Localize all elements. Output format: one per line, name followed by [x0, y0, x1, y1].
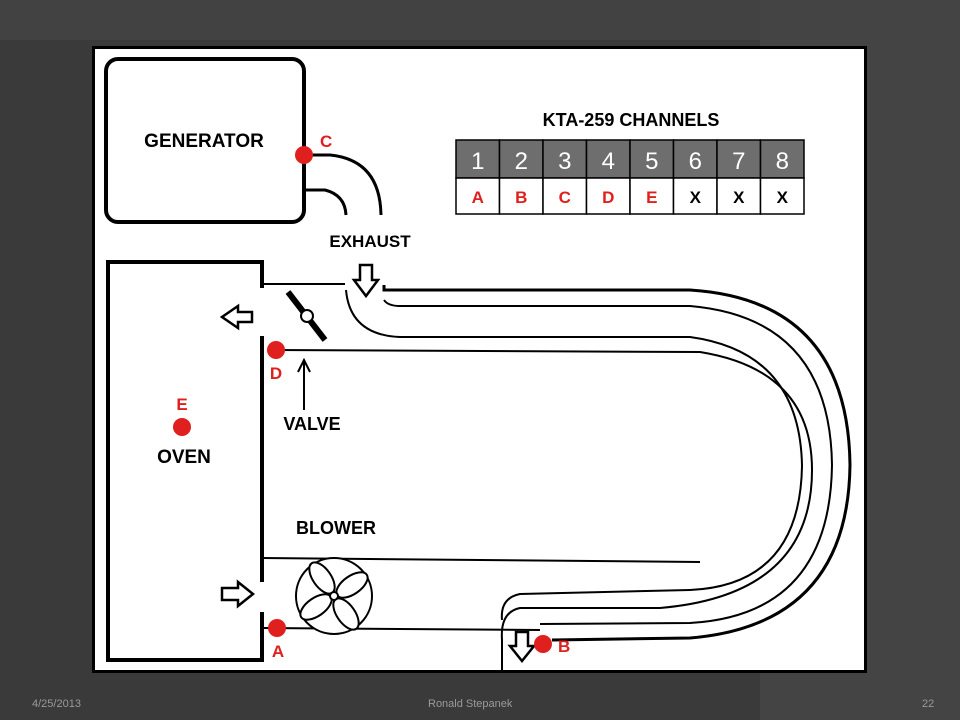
channel-number: 6	[689, 148, 702, 175]
channel-number: 8	[776, 148, 789, 175]
sensor-d-label: D	[270, 364, 282, 383]
exhaust-label: EXHAUST	[329, 232, 411, 251]
channel-assignment: B	[515, 188, 527, 207]
channel-assignment: X	[690, 188, 702, 207]
channel-header-cell	[716, 139, 762, 179]
footer-page-number: 22	[922, 698, 935, 710]
blower-fan-icon	[295, 557, 373, 635]
oven-label: OVEN	[157, 447, 211, 468]
blower-label: BLOWER	[296, 518, 376, 538]
valve-pointer-arrow-icon	[297, 357, 311, 410]
footer-author: Ronald Stepanek	[428, 698, 513, 710]
oven-system-diagram: GENERATOR OVEN EXHAUST	[104, 57, 852, 670]
exhaust-down-arrow-icon	[351, 263, 381, 299]
channel-header-cell	[498, 139, 544, 179]
channel-assignment: D	[602, 188, 614, 207]
channel-assignment-cell	[759, 177, 805, 215]
valve-label: VALVE	[283, 414, 340, 434]
sensor-e-label: E	[176, 395, 187, 414]
u-bend-duct-outer	[382, 285, 852, 642]
channel-assignment: X	[777, 188, 789, 207]
valve-icon	[285, 290, 328, 342]
generator-exhaust-pipe-outer	[304, 153, 383, 216]
generator-box	[104, 57, 306, 224]
oven-outflow-arrow-icon	[219, 303, 254, 331]
channel-number: 7	[732, 148, 745, 175]
channel-number: 1	[471, 148, 484, 175]
oven-box	[106, 260, 264, 662]
sensor-a-label: A	[272, 642, 284, 661]
oven-inflow-arrow-icon	[220, 579, 256, 609]
channel-number: 2	[515, 148, 528, 175]
sensor-b: B	[534, 635, 570, 656]
channel-assignment: E	[646, 188, 657, 207]
channel-header-cell	[759, 139, 805, 179]
return-down-arrow-icon	[507, 630, 537, 664]
channel-assignment-cell	[672, 177, 718, 215]
upper-duct-bottom	[271, 349, 814, 670]
channel-number: 3	[558, 148, 571, 175]
u-bend-duct-inner-1	[383, 299, 834, 625]
slide-content: GENERATOR OVEN EXHAUST	[95, 49, 864, 670]
slide-frame: GENERATOR OVEN EXHAUST	[92, 46, 867, 673]
channel-header-cell	[542, 139, 588, 179]
channel-assignment: X	[733, 188, 745, 207]
channel-table-title: KTA-259 CHANNELS	[543, 110, 720, 130]
channel-number: 5	[645, 148, 658, 175]
channel-number: 4	[602, 148, 615, 175]
sensor-b-label: B	[558, 637, 570, 656]
sensor-d: D	[267, 341, 285, 383]
generator-exhaust-pipe-inner	[304, 188, 348, 216]
generator-label: GENERATOR	[144, 131, 264, 152]
footer-date: 4/25/2013	[32, 698, 81, 710]
channel-assignment: C	[559, 188, 571, 207]
channel-assignment-cell	[455, 177, 501, 215]
channel-assignment-cell	[542, 177, 588, 215]
channel-header-cell	[629, 139, 675, 179]
channel-assignment: A	[472, 188, 484, 207]
sensor-a: A	[268, 619, 286, 661]
sensor-c: C	[295, 132, 332, 164]
u-bend-duct-inner-2	[345, 289, 804, 621]
channel-header-cell	[455, 139, 501, 179]
lower-duct-bottom	[261, 627, 541, 631]
channel-header-cell	[585, 139, 631, 179]
channel-table: 1A 2B 3C 4D 5E 6X 7X 8X	[455, 139, 805, 215]
sensor-c-label: C	[320, 132, 332, 151]
channel-assignment-cell	[585, 177, 631, 215]
sensor-e: E	[173, 395, 191, 436]
channel-assignment-cell	[498, 177, 544, 215]
